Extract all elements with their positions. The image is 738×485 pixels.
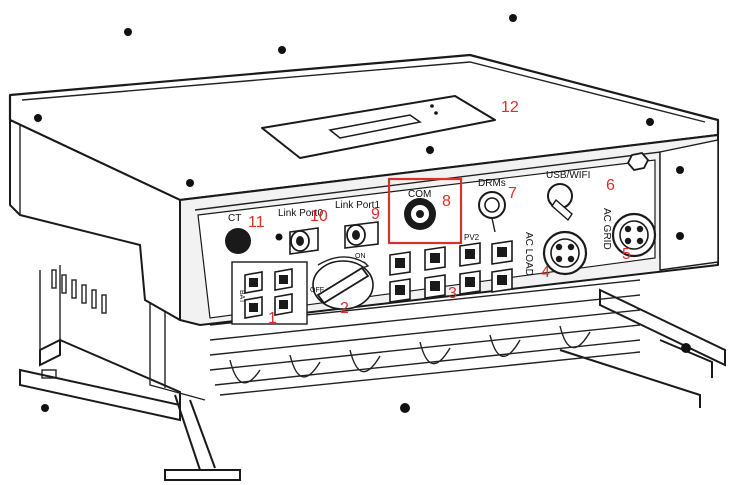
callout-5: 5 (622, 246, 631, 263)
callout-6: 6 (606, 177, 615, 194)
link-port1-connector (344, 221, 379, 249)
callout-10: 10 (310, 208, 328, 225)
callout-11: 11 (248, 214, 265, 231)
link-port0-connector (289, 227, 319, 255)
com-connector (404, 198, 436, 230)
label-switch-off: OFF (310, 287, 324, 294)
label-switch-on: ON (355, 253, 366, 260)
callout-4: 4 (541, 264, 550, 281)
callout-1: 1 (268, 310, 277, 327)
mounting-bracket (19, 265, 726, 481)
callout-2: 2 (340, 300, 349, 317)
label-ac-grid: AC GRID (601, 208, 612, 250)
display-panel (261, 95, 496, 159)
callout-3: 3 (448, 285, 457, 302)
label-ct: CT (228, 213, 241, 224)
callout-9: 9 (371, 206, 380, 223)
ac-load-connector (542, 230, 588, 276)
heat-sink (149, 279, 641, 401)
top-screws (34, 14, 654, 187)
ct-port (225, 228, 251, 254)
dc-switch (312, 256, 374, 310)
usb-wifi-connector (547, 183, 573, 222)
callout-12: 12 (501, 99, 519, 116)
battery-connectors (231, 261, 308, 325)
bracket-slots (41, 269, 691, 413)
label-com: COM (408, 189, 431, 200)
pv-connectors (389, 240, 513, 303)
label-usb-wifi: USB/WIFI (546, 170, 590, 181)
label-pv2: PV2 (464, 233, 480, 242)
drms-connector (478, 191, 506, 233)
label-link-port0: Link Port0 (278, 208, 323, 219)
link-port-led (275, 233, 283, 241)
callout-7: 7 (508, 185, 517, 202)
label-bat: BAT (238, 290, 245, 304)
label-ac-load: AC LOAD (523, 232, 534, 276)
callout-8: 8 (442, 193, 451, 210)
label-link-port1: Link Port1 (335, 200, 380, 211)
ac-grid-connector (611, 212, 657, 258)
vent-valve (626, 152, 650, 171)
label-drms: DRMs (478, 178, 506, 189)
com-highlight-box (387, 177, 463, 245)
